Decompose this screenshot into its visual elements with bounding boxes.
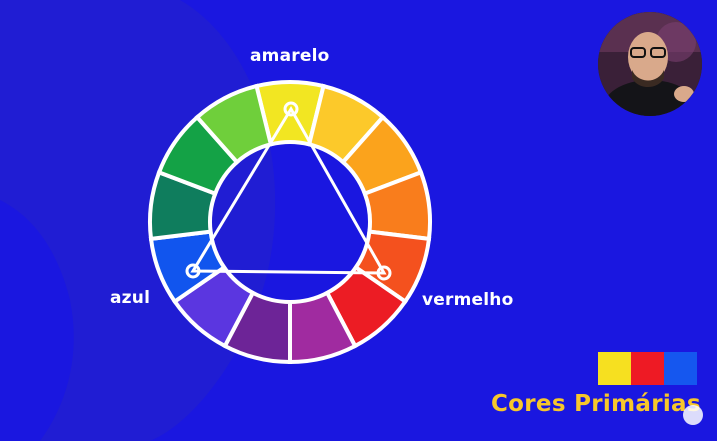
label-vermelho: vermelho	[422, 290, 514, 310]
channel-logo-icon	[683, 405, 703, 425]
swatch-red	[631, 352, 664, 385]
primary-swatches	[598, 352, 697, 385]
vertex-azul	[185, 263, 201, 279]
vertex-vermelho	[376, 265, 392, 281]
presenter-webcam	[598, 12, 702, 116]
wheel-segment	[194, 83, 274, 165]
vertex-amarelo	[283, 101, 299, 117]
primary-triangle	[190, 106, 387, 275]
swatch-blue	[664, 352, 697, 385]
swatch-yellow	[598, 352, 631, 385]
label-azul: azul	[110, 288, 151, 308]
caption-title: Cores Primárias	[491, 391, 701, 417]
presenter-icon	[598, 12, 702, 116]
label-amarelo: amarelo	[250, 46, 330, 66]
